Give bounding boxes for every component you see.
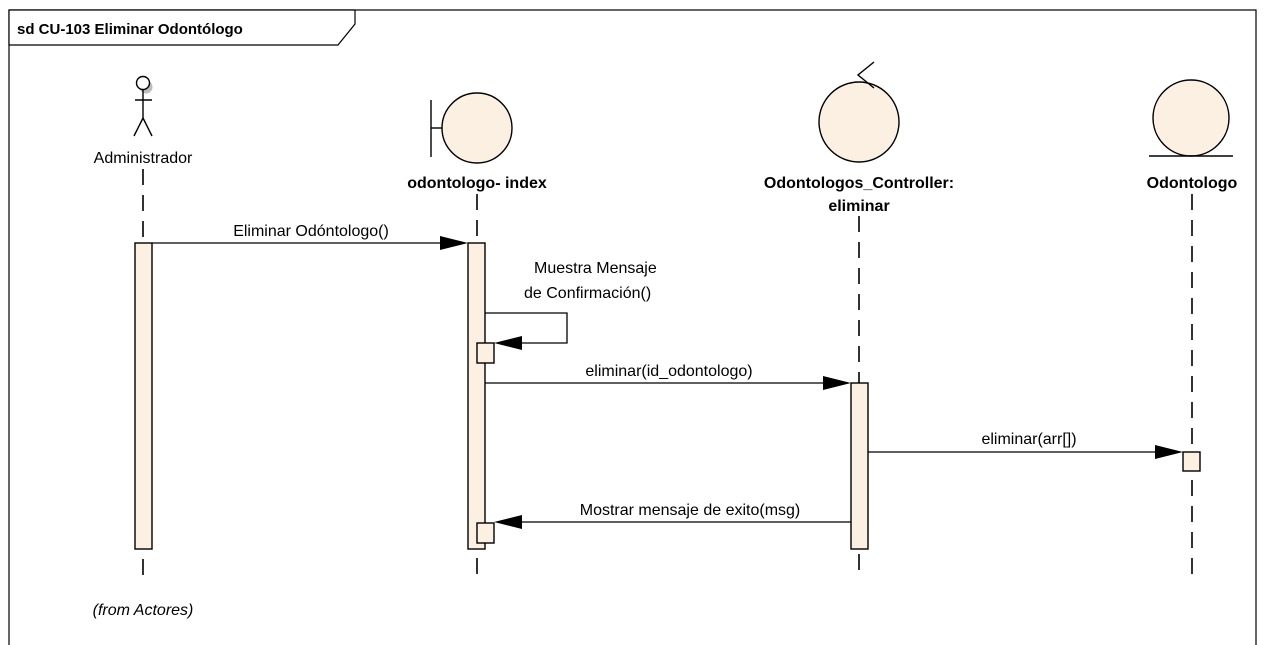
activation-self-confirm (476, 342, 495, 364)
actor-head-icon (135, 75, 151, 91)
activation-exito (476, 522, 495, 544)
message-2-label-line2: de Confirmación() (524, 285, 651, 302)
boundary-odontologo-index[interactable] (430, 92, 513, 164)
message-5-label: Mostrar mensaje de exito(msg) (580, 502, 801, 519)
activation-odontologo-index (467, 242, 486, 550)
message-eliminar-arr[interactable] (868, 445, 1183, 459)
message-3-label: eliminar(id_odontologo) (585, 363, 752, 380)
arrowhead-icon (494, 515, 522, 529)
control-odontologos-controller[interactable] (818, 61, 900, 163)
frame-title-tab (8, 9, 356, 46)
activation-odontologo (1182, 451, 1201, 472)
message-eliminar-id[interactable] (485, 376, 851, 390)
message-muestra-mensaje[interactable] (485, 312, 568, 350)
arrowhead-icon (494, 336, 522, 350)
message-2-label-line1: Muestra Mensaje (534, 260, 657, 277)
message-4-label: eliminar(arr[]) (981, 431, 1076, 448)
control-label-line1: Odontologos_Controller: (764, 175, 954, 192)
arrowhead-icon (823, 376, 851, 390)
actor-administrador-label: Administrador (94, 150, 193, 167)
frame-title: sd CU-103 Eliminar Odontólogo (17, 21, 243, 38)
boundary-odontologo-index-label: odontologo- index (407, 175, 547, 192)
control-circle-icon (818, 81, 900, 163)
arrowhead-icon (1155, 445, 1183, 459)
message-mostrar-exito[interactable] (494, 515, 851, 529)
message-eliminar-odontologo[interactable] (152, 236, 468, 250)
arrowhead-icon (440, 236, 468, 250)
boundary-circle-icon (441, 92, 513, 164)
control-arrow-icon (856, 61, 875, 89)
activation-controller (850, 382, 869, 550)
actor-administrador[interactable] (133, 75, 153, 137)
diagram-frame (8, 9, 1257, 645)
entity-odontologo[interactable] (1149, 79, 1233, 157)
message-1-label: Eliminar Odóntologo() (233, 223, 389, 240)
activation-administrador (134, 242, 153, 550)
control-label-line2: eliminar (828, 198, 889, 215)
entity-odontologo-label: Odontologo (1147, 175, 1238, 192)
entity-circle-icon (1152, 79, 1230, 157)
actor-from-note: (from Actores) (93, 602, 194, 619)
